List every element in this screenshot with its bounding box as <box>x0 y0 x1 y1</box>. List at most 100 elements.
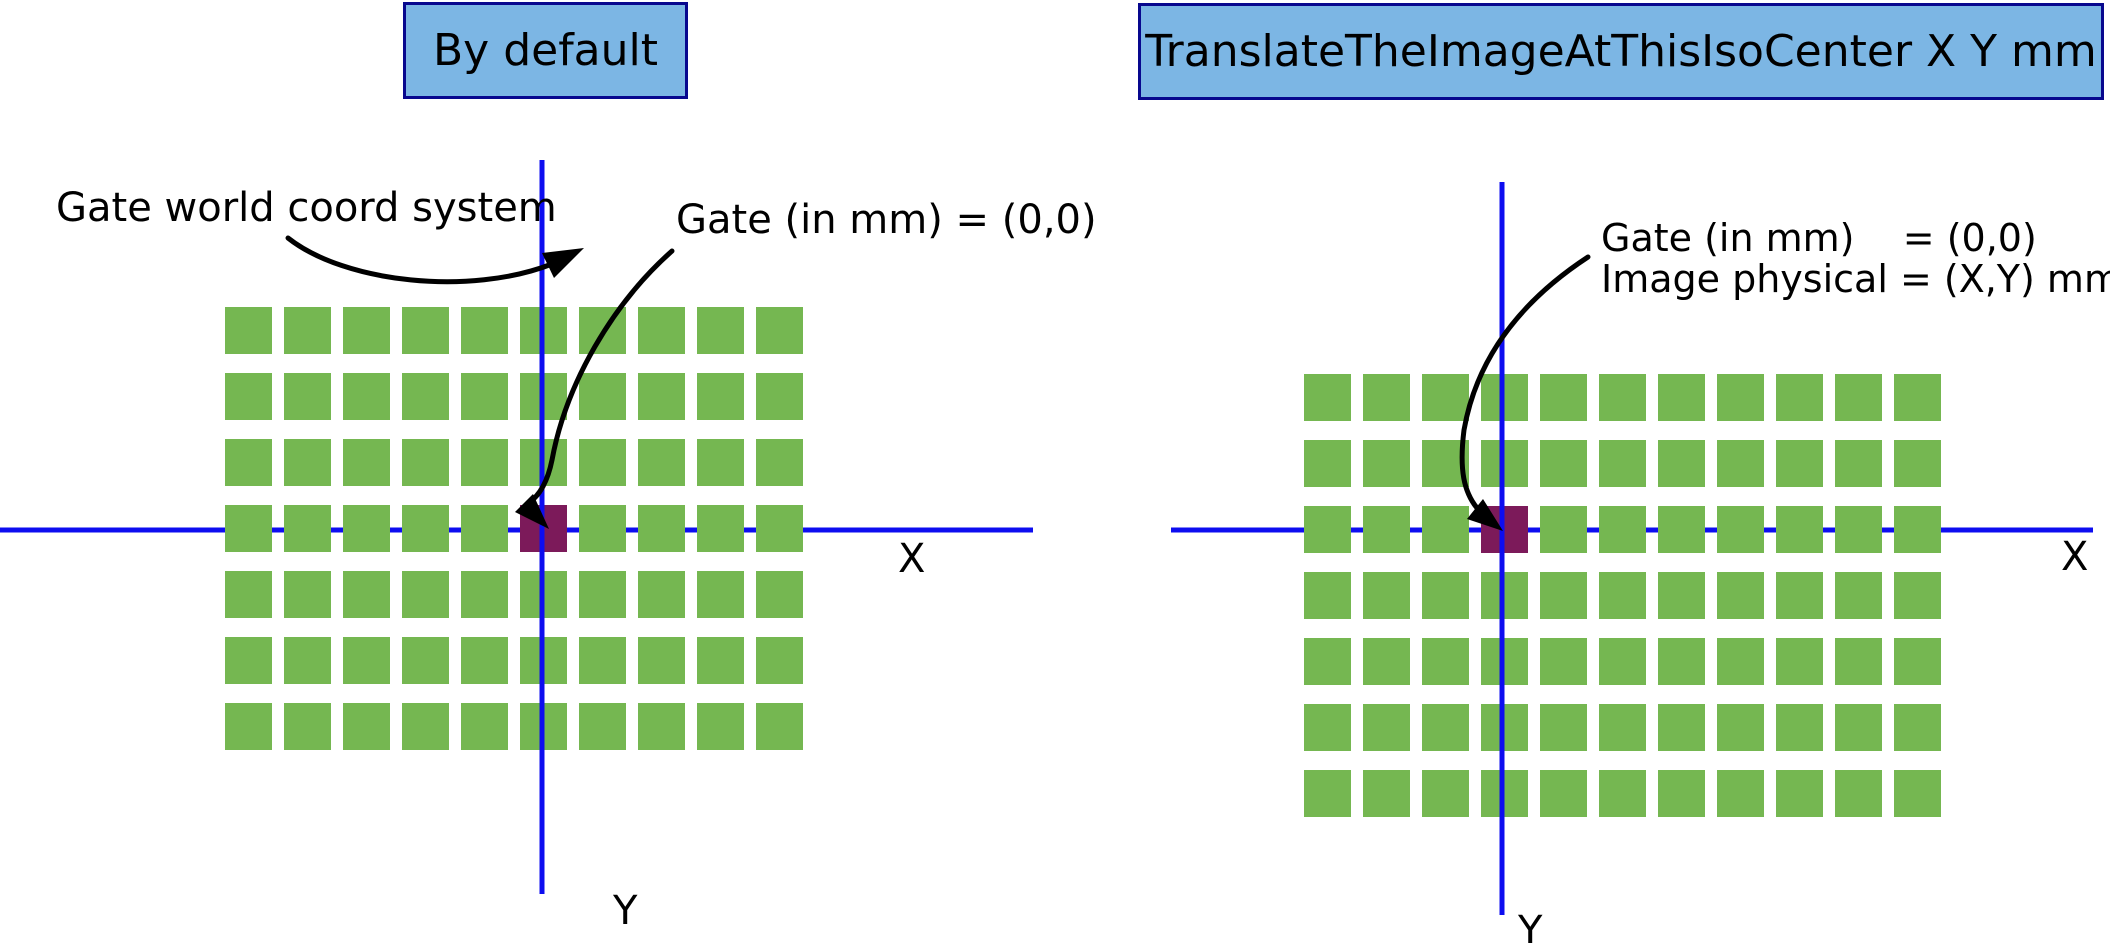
voxel-square-left <box>225 637 272 684</box>
voxel-square-left <box>402 637 449 684</box>
voxel-square-left <box>638 505 685 552</box>
voxel-square-right <box>1422 770 1469 817</box>
voxel-square-right <box>1304 770 1351 817</box>
voxel-square-right <box>1304 506 1351 553</box>
voxel-square-right <box>1540 374 1587 421</box>
voxel-square-right <box>1835 770 1882 817</box>
voxel-square-left <box>225 307 272 354</box>
right-origin-label-line1: Gate (in mm) = (0,0) <box>1601 216 2037 260</box>
voxel-square-left <box>402 373 449 420</box>
voxel-square-left <box>461 505 508 552</box>
voxel-square-left <box>697 373 744 420</box>
voxel-square-left <box>343 439 390 486</box>
voxel-square-left <box>579 439 626 486</box>
voxel-square-right <box>1835 638 1882 685</box>
voxel-square-left <box>461 307 508 354</box>
voxel-square-right <box>1894 572 1941 619</box>
gate-world-coord-label: Gate world coord system <box>56 185 557 231</box>
voxel-square-right <box>1540 770 1587 817</box>
voxel-square-left <box>697 703 744 750</box>
voxel-square-right <box>1835 440 1882 487</box>
right-y-axis-label: Y <box>1518 908 1543 943</box>
voxel-square-right <box>1717 440 1764 487</box>
voxel-square-left <box>756 307 803 354</box>
voxel-square-left <box>756 571 803 618</box>
voxel-square-left <box>638 571 685 618</box>
voxel-square-right <box>1658 770 1705 817</box>
voxel-square-right <box>1422 572 1469 619</box>
voxel-square-right <box>1304 638 1351 685</box>
voxel-square-left <box>402 505 449 552</box>
world-coord-arrow-curve-left <box>285 235 555 285</box>
voxel-square-right <box>1304 572 1351 619</box>
voxel-square-left <box>284 571 331 618</box>
voxel-square-right <box>1363 770 1410 817</box>
voxel-square-left <box>697 307 744 354</box>
voxel-square-right <box>1717 506 1764 553</box>
voxel-square-right <box>1717 770 1764 817</box>
voxel-square-left <box>343 637 390 684</box>
voxel-square-right <box>1776 506 1823 553</box>
world-coord-arrow-head-left <box>542 248 584 278</box>
voxel-square-left <box>284 439 331 486</box>
voxel-square-right <box>1776 440 1823 487</box>
voxel-square-left <box>402 307 449 354</box>
voxel-square-left <box>461 373 508 420</box>
voxel-square-left <box>697 439 744 486</box>
voxel-square-right <box>1599 704 1646 751</box>
left-panel-title-box: By default <box>403 2 688 99</box>
voxel-square-right <box>1717 572 1764 619</box>
voxel-square-left <box>697 637 744 684</box>
voxel-square-right <box>1894 506 1941 553</box>
voxel-square-left <box>638 373 685 420</box>
voxel-square-right <box>1599 638 1646 685</box>
voxel-square-right <box>1835 572 1882 619</box>
voxel-square-left <box>638 307 685 354</box>
voxel-square-left <box>756 505 803 552</box>
voxel-square-right <box>1363 638 1410 685</box>
voxel-square-right <box>1835 506 1882 553</box>
voxel-square-right <box>1776 704 1823 751</box>
voxel-square-right <box>1776 374 1823 421</box>
voxel-square-left <box>756 637 803 684</box>
voxel-square-left <box>756 373 803 420</box>
voxel-square-left <box>402 571 449 618</box>
right-x-axis-label: X <box>2061 534 2089 580</box>
voxel-square-right <box>1717 704 1764 751</box>
voxel-square-left <box>638 637 685 684</box>
origin-arrow-curve-left <box>525 248 675 506</box>
voxel-square-left <box>402 439 449 486</box>
voxel-square-right <box>1658 374 1705 421</box>
left-y-axis-label: Y <box>613 888 638 934</box>
voxel-square-left <box>225 439 272 486</box>
right-panel-title-box: TranslateTheImageAtThisIsoCenter X Y mm <box>1138 3 2104 100</box>
voxel-square-left <box>579 505 626 552</box>
voxel-square-right <box>1835 374 1882 421</box>
voxel-square-right <box>1658 506 1705 553</box>
voxel-square-left <box>343 307 390 354</box>
voxel-square-left <box>343 703 390 750</box>
voxel-square-right <box>1658 572 1705 619</box>
voxel-square-left <box>284 703 331 750</box>
voxel-square-right <box>1540 506 1587 553</box>
voxel-square-left <box>461 637 508 684</box>
voxel-square-left <box>343 505 390 552</box>
voxel-square-left <box>225 571 272 618</box>
voxel-square-left <box>697 571 744 618</box>
origin-arrow-head-right <box>1467 499 1503 531</box>
voxel-square-right <box>1776 770 1823 817</box>
left-panel-title: By default <box>432 25 659 76</box>
voxel-square-right <box>1540 572 1587 619</box>
voxel-square-right <box>1894 704 1941 751</box>
voxel-square-left <box>343 571 390 618</box>
voxel-square-right <box>1422 638 1469 685</box>
voxel-square-left <box>579 703 626 750</box>
left-origin-label: Gate (in mm) = (0,0) <box>676 197 1097 243</box>
voxel-square-left <box>284 505 331 552</box>
voxel-square-right <box>1363 572 1410 619</box>
voxel-square-left <box>461 571 508 618</box>
voxel-square-left <box>225 505 272 552</box>
voxel-square-right <box>1540 440 1587 487</box>
voxel-square-right <box>1599 506 1646 553</box>
